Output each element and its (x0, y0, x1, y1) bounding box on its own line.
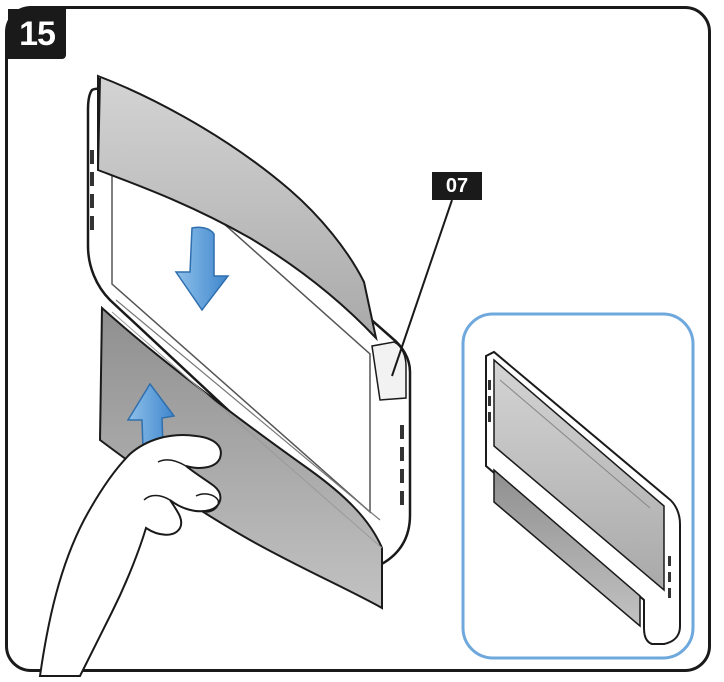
arrow-down-icon (174, 226, 230, 312)
leader-line (391, 199, 453, 377)
hand-illustration (38, 434, 222, 677)
filter-strip-bottom (98, 299, 383, 610)
filter-strip-top (97, 74, 378, 342)
filter-frame (86, 87, 412, 568)
inset-detail (461, 312, 695, 660)
step-number-badge: 15 (8, 9, 66, 59)
part-label-callout: 07 (432, 172, 482, 200)
